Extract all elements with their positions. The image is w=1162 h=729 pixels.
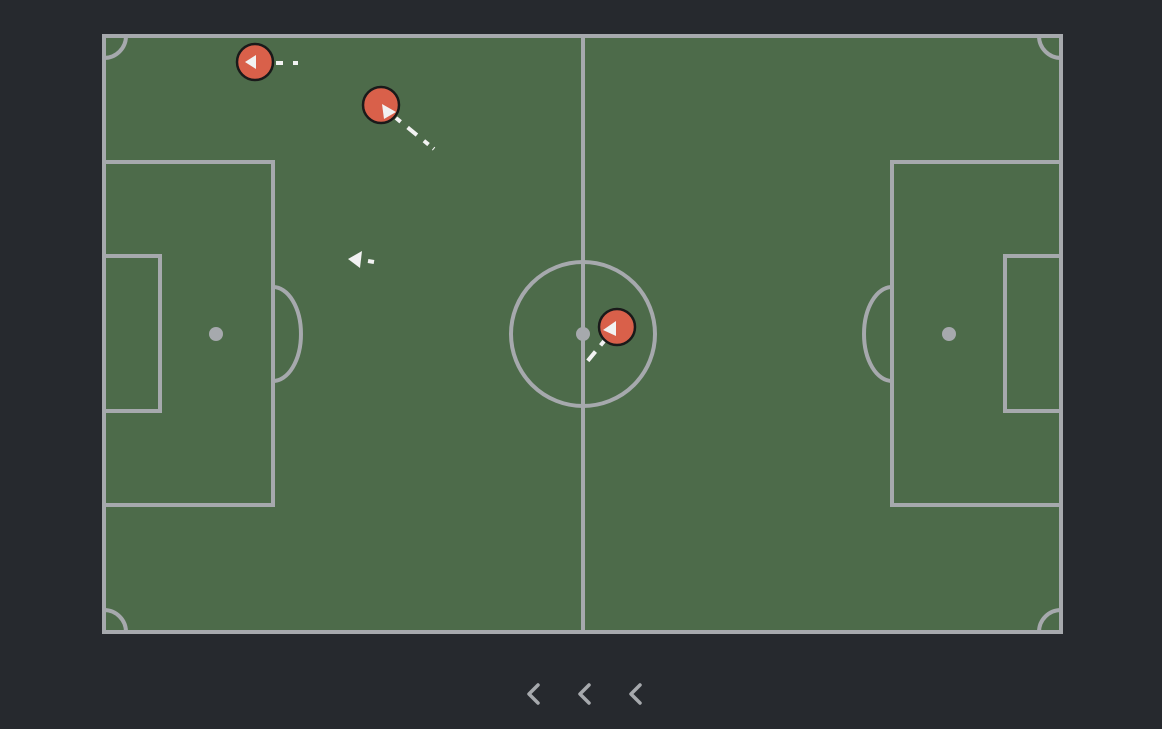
player-2[interactable]	[361, 85, 401, 125]
pitch-spots	[209, 327, 956, 341]
corner-arc-top-right	[1037, 35, 1062, 60]
chevron-left-icon[interactable]	[622, 680, 650, 708]
movement-trails	[276, 61, 607, 365]
pitch-markings	[102, 34, 1063, 634]
chevron-left-icon[interactable]	[571, 680, 599, 708]
ball-marker[interactable]	[348, 251, 362, 268]
center-circle	[509, 260, 657, 408]
left-goal-box	[102, 254, 162, 413]
player-direction-arrow	[603, 321, 616, 336]
player-1[interactable]	[235, 42, 275, 82]
player-3-trail	[584, 338, 607, 365]
player-token[interactable]	[361, 85, 401, 125]
ball-marker-trail	[367, 259, 375, 264]
right-penalty-spot	[942, 327, 956, 341]
chevron-left-icon[interactable]	[520, 680, 548, 708]
center-spot	[576, 327, 590, 341]
player-direction-arrow	[382, 104, 396, 119]
players-layer	[235, 42, 637, 347]
left-penalty-spot	[209, 327, 223, 341]
player-direction-arrow	[245, 55, 256, 69]
player-3[interactable]	[597, 307, 637, 347]
player-2-trail	[394, 116, 436, 151]
left-penalty-arc	[272, 285, 303, 383]
player-token[interactable]	[597, 307, 637, 347]
navigation-controls	[0, 674, 1162, 714]
right-goal-box	[1003, 254, 1063, 413]
right-penalty-arc	[862, 285, 893, 383]
corner-arc-top-left	[103, 35, 128, 60]
corner-arc-bottom-right	[1037, 608, 1062, 633]
corner-arc-bottom-left	[103, 608, 128, 633]
